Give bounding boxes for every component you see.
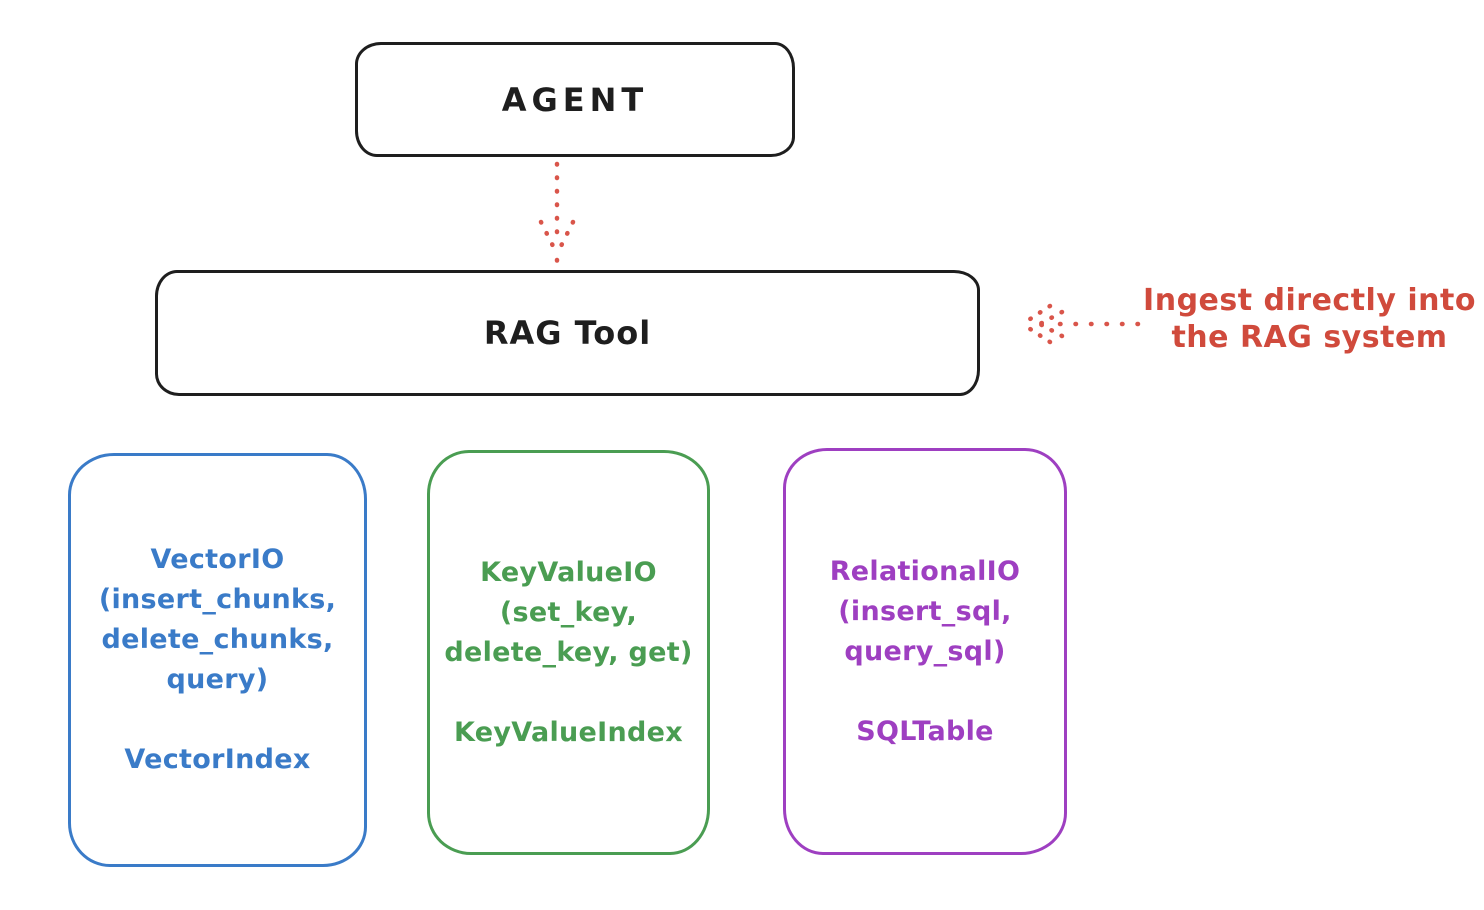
relational-io-method-line-2: query_sql) — [844, 635, 1006, 667]
relational-io-method-line-1: (insert_sql, — [838, 595, 1012, 627]
agent-node: AGENT — [355, 42, 795, 157]
vector-io-method-line-2: delete_chunks, — [101, 624, 334, 655]
vector-io-method-line-3: query) — [166, 664, 269, 695]
vector-io-title: VectorIO — [150, 544, 285, 575]
agent-label: AGENT — [501, 80, 649, 119]
vector-io-method-line-1: (insert_chunks, — [98, 584, 337, 615]
vector-io-node: VectorIO (insert_chunks, delete_chunks, … — [68, 453, 367, 867]
keyvalue-io-node: KeyValueIO (set_key, delete_key, get) Ke… — [427, 450, 710, 855]
ingest-annotation-line1: Ingest directly into — [1143, 283, 1476, 318]
agent-to-ragtool-arrow-icon — [538, 161, 576, 263]
keyvalue-io-method-line-1: (set_key, — [499, 596, 638, 628]
vector-io-index-label: VectorIndex — [124, 744, 311, 775]
rag-tool-label: RAG Tool — [483, 314, 652, 352]
keyvalue-io-method-line-2: delete_key, get) — [444, 636, 693, 668]
relational-io-index-label: SQLTable — [856, 715, 994, 747]
rag-tool-node: RAG Tool — [155, 270, 980, 396]
keyvalue-io-index-label: KeyValueIndex — [453, 716, 683, 748]
relational-io-title: RelationalIO — [829, 555, 1021, 587]
ingest-annotation: Ingest directly into the RAG system — [1135, 282, 1484, 356]
ingest-annotation-line2: the RAG system — [1171, 320, 1448, 355]
relational-io-node: RelationalIO (insert_sql, query_sql) SQL… — [783, 448, 1067, 855]
annotation-to-ragtool-arrow-icon — [1021, 303, 1141, 345]
keyvalue-io-title: KeyValueIO — [480, 556, 657, 588]
